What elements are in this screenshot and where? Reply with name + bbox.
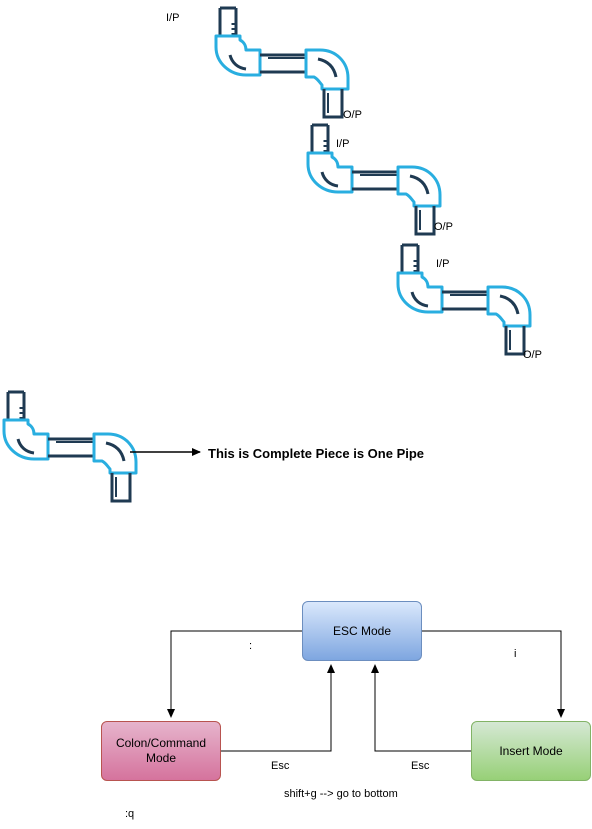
esc-mode-label: ESC Mode <box>332 623 392 638</box>
colon-command-mode-node: Colon/Command Mode <box>101 721 221 781</box>
edge-label-esc-left: Esc <box>271 760 290 772</box>
quit-note: :q <box>125 808 135 820</box>
pipe2-input-label: I/P <box>336 138 350 150</box>
shift-g-note: shift+g --> go to bottom <box>284 788 398 800</box>
edge-insert-to-esc <box>371 664 471 752</box>
colon-command-mode-label: Colon/Command Mode <box>115 736 207 765</box>
insert-mode-label: Insert Mode <box>499 743 563 758</box>
edge-label-colon: : <box>249 640 253 652</box>
edge-label-esc-right: Esc <box>411 760 430 772</box>
edge-esc-to-colon <box>167 630 302 718</box>
insert-mode-node: Insert Mode <box>471 721 591 781</box>
edge-colon-to-esc <box>221 664 335 752</box>
pipe3-input-label: I/P <box>436 258 450 270</box>
pipe2-output-label: O/P <box>434 221 453 233</box>
pipe-piece-2 <box>306 123 442 236</box>
edge-esc-to-insert <box>422 630 565 718</box>
pipe-piece-3 <box>396 243 532 356</box>
pipe-piece-1 <box>214 6 350 119</box>
pipe1-input-label: I/P <box>166 12 180 24</box>
pipe1-output-label: O/P <box>343 109 362 121</box>
pipe-caption: This is Complete Piece is One Pipe <box>208 446 425 461</box>
edge-label-i: i <box>514 648 517 660</box>
pipe3-output-label: O/P <box>523 349 542 361</box>
pipe-example <box>2 390 138 503</box>
esc-mode-node: ESC Mode <box>302 601 422 661</box>
